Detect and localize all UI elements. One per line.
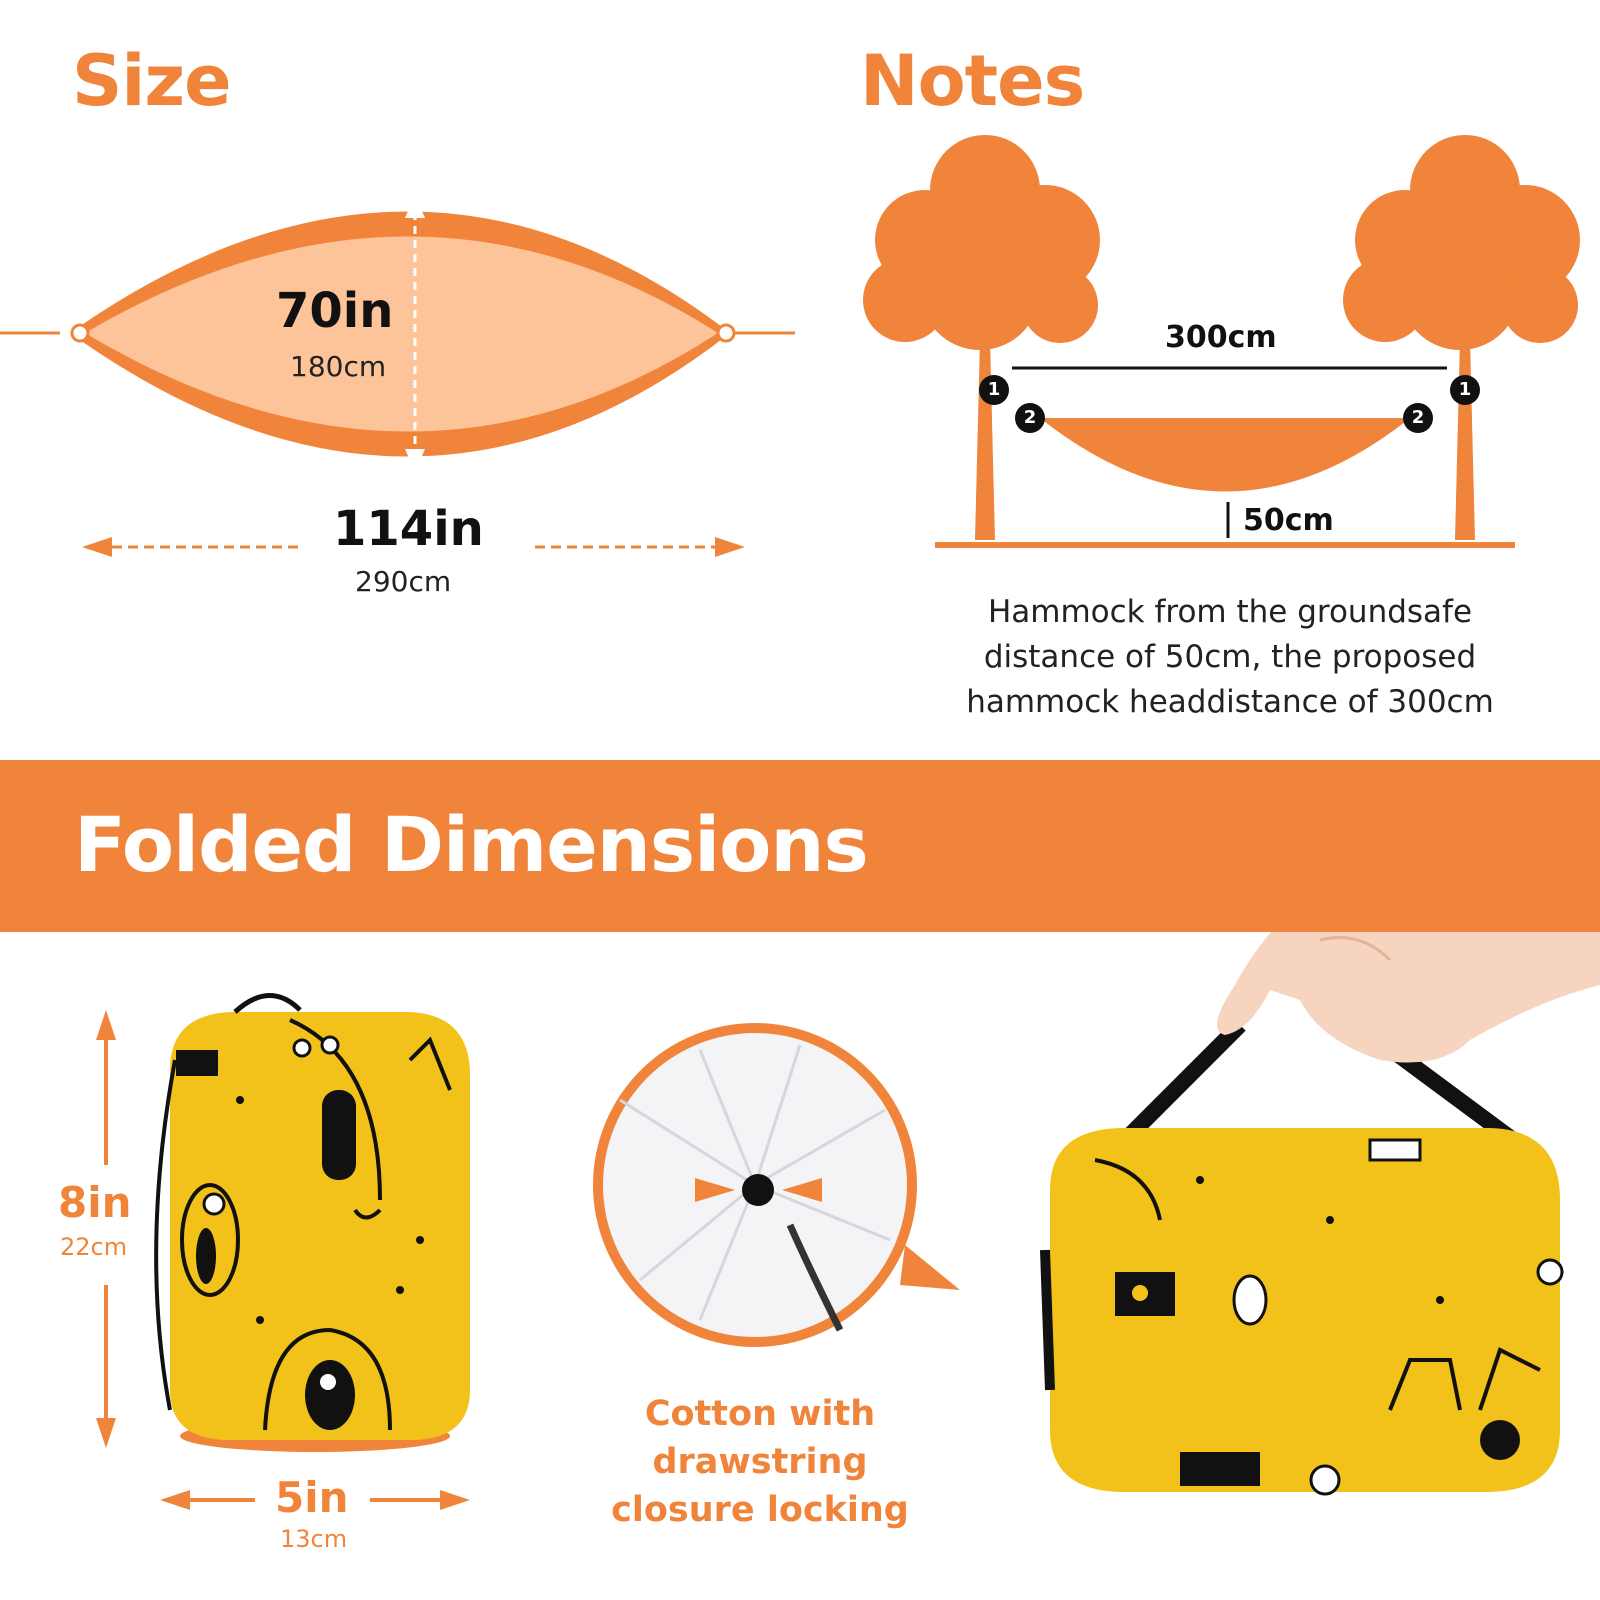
folded-banner — [0, 760, 1600, 932]
anchor-marker-1-left: 1 — [979, 375, 1009, 405]
width-imperial: 70in — [276, 283, 394, 339]
size-title: Size — [72, 40, 232, 122]
folded-height-metric: 22cm — [60, 1233, 128, 1261]
hammock-top-view — [0, 195, 795, 472]
tree-left — [863, 135, 1100, 540]
width-arrow — [160, 1490, 470, 1510]
notes-description: Hammock from the groundsafe distance of … — [930, 590, 1530, 725]
notes-line-3: hammock headdistance of 300cm — [966, 684, 1494, 720]
caption-line-2: closure locking — [611, 1490, 909, 1530]
folded-width-metric: 13cm — [280, 1525, 348, 1553]
carry-bag — [1040, 1019, 1564, 1496]
folded-width-imperial: 5in — [275, 1473, 349, 1522]
drawstring-caption: Cotton with drawstring closure locking — [545, 1390, 975, 1534]
hammock-marker-2-right: 2 — [1403, 403, 1433, 433]
notes-line-1: Hammock from the groundsafe — [987, 594, 1473, 630]
height-label: 50cm — [1243, 503, 1334, 538]
length-metric: 290cm — [355, 565, 452, 598]
hammock-marker-2-left: 2 — [1015, 403, 1045, 433]
stuff-sack — [154, 993, 470, 1452]
length-imperial: 114in — [333, 501, 484, 557]
drawstring-closeup — [593, 1023, 960, 1347]
hammock-side-view — [1040, 418, 1410, 492]
length-arrows — [82, 537, 745, 557]
folded-title: Folded Dimensions — [74, 800, 869, 889]
anchor-marker-1-right: 1 — [1450, 375, 1480, 405]
notes-line-2: distance of 50cm, the proposed — [983, 639, 1477, 675]
caption-line-1: Cotton with drawstring — [644, 1394, 876, 1482]
width-metric: 180cm — [290, 350, 387, 383]
notes-title: Notes — [860, 40, 1085, 122]
tree-right — [1343, 135, 1580, 540]
height-arrow — [96, 1010, 116, 1448]
folded-height-imperial: 8in — [58, 1178, 132, 1227]
distance-label: 300cm — [1165, 320, 1277, 355]
